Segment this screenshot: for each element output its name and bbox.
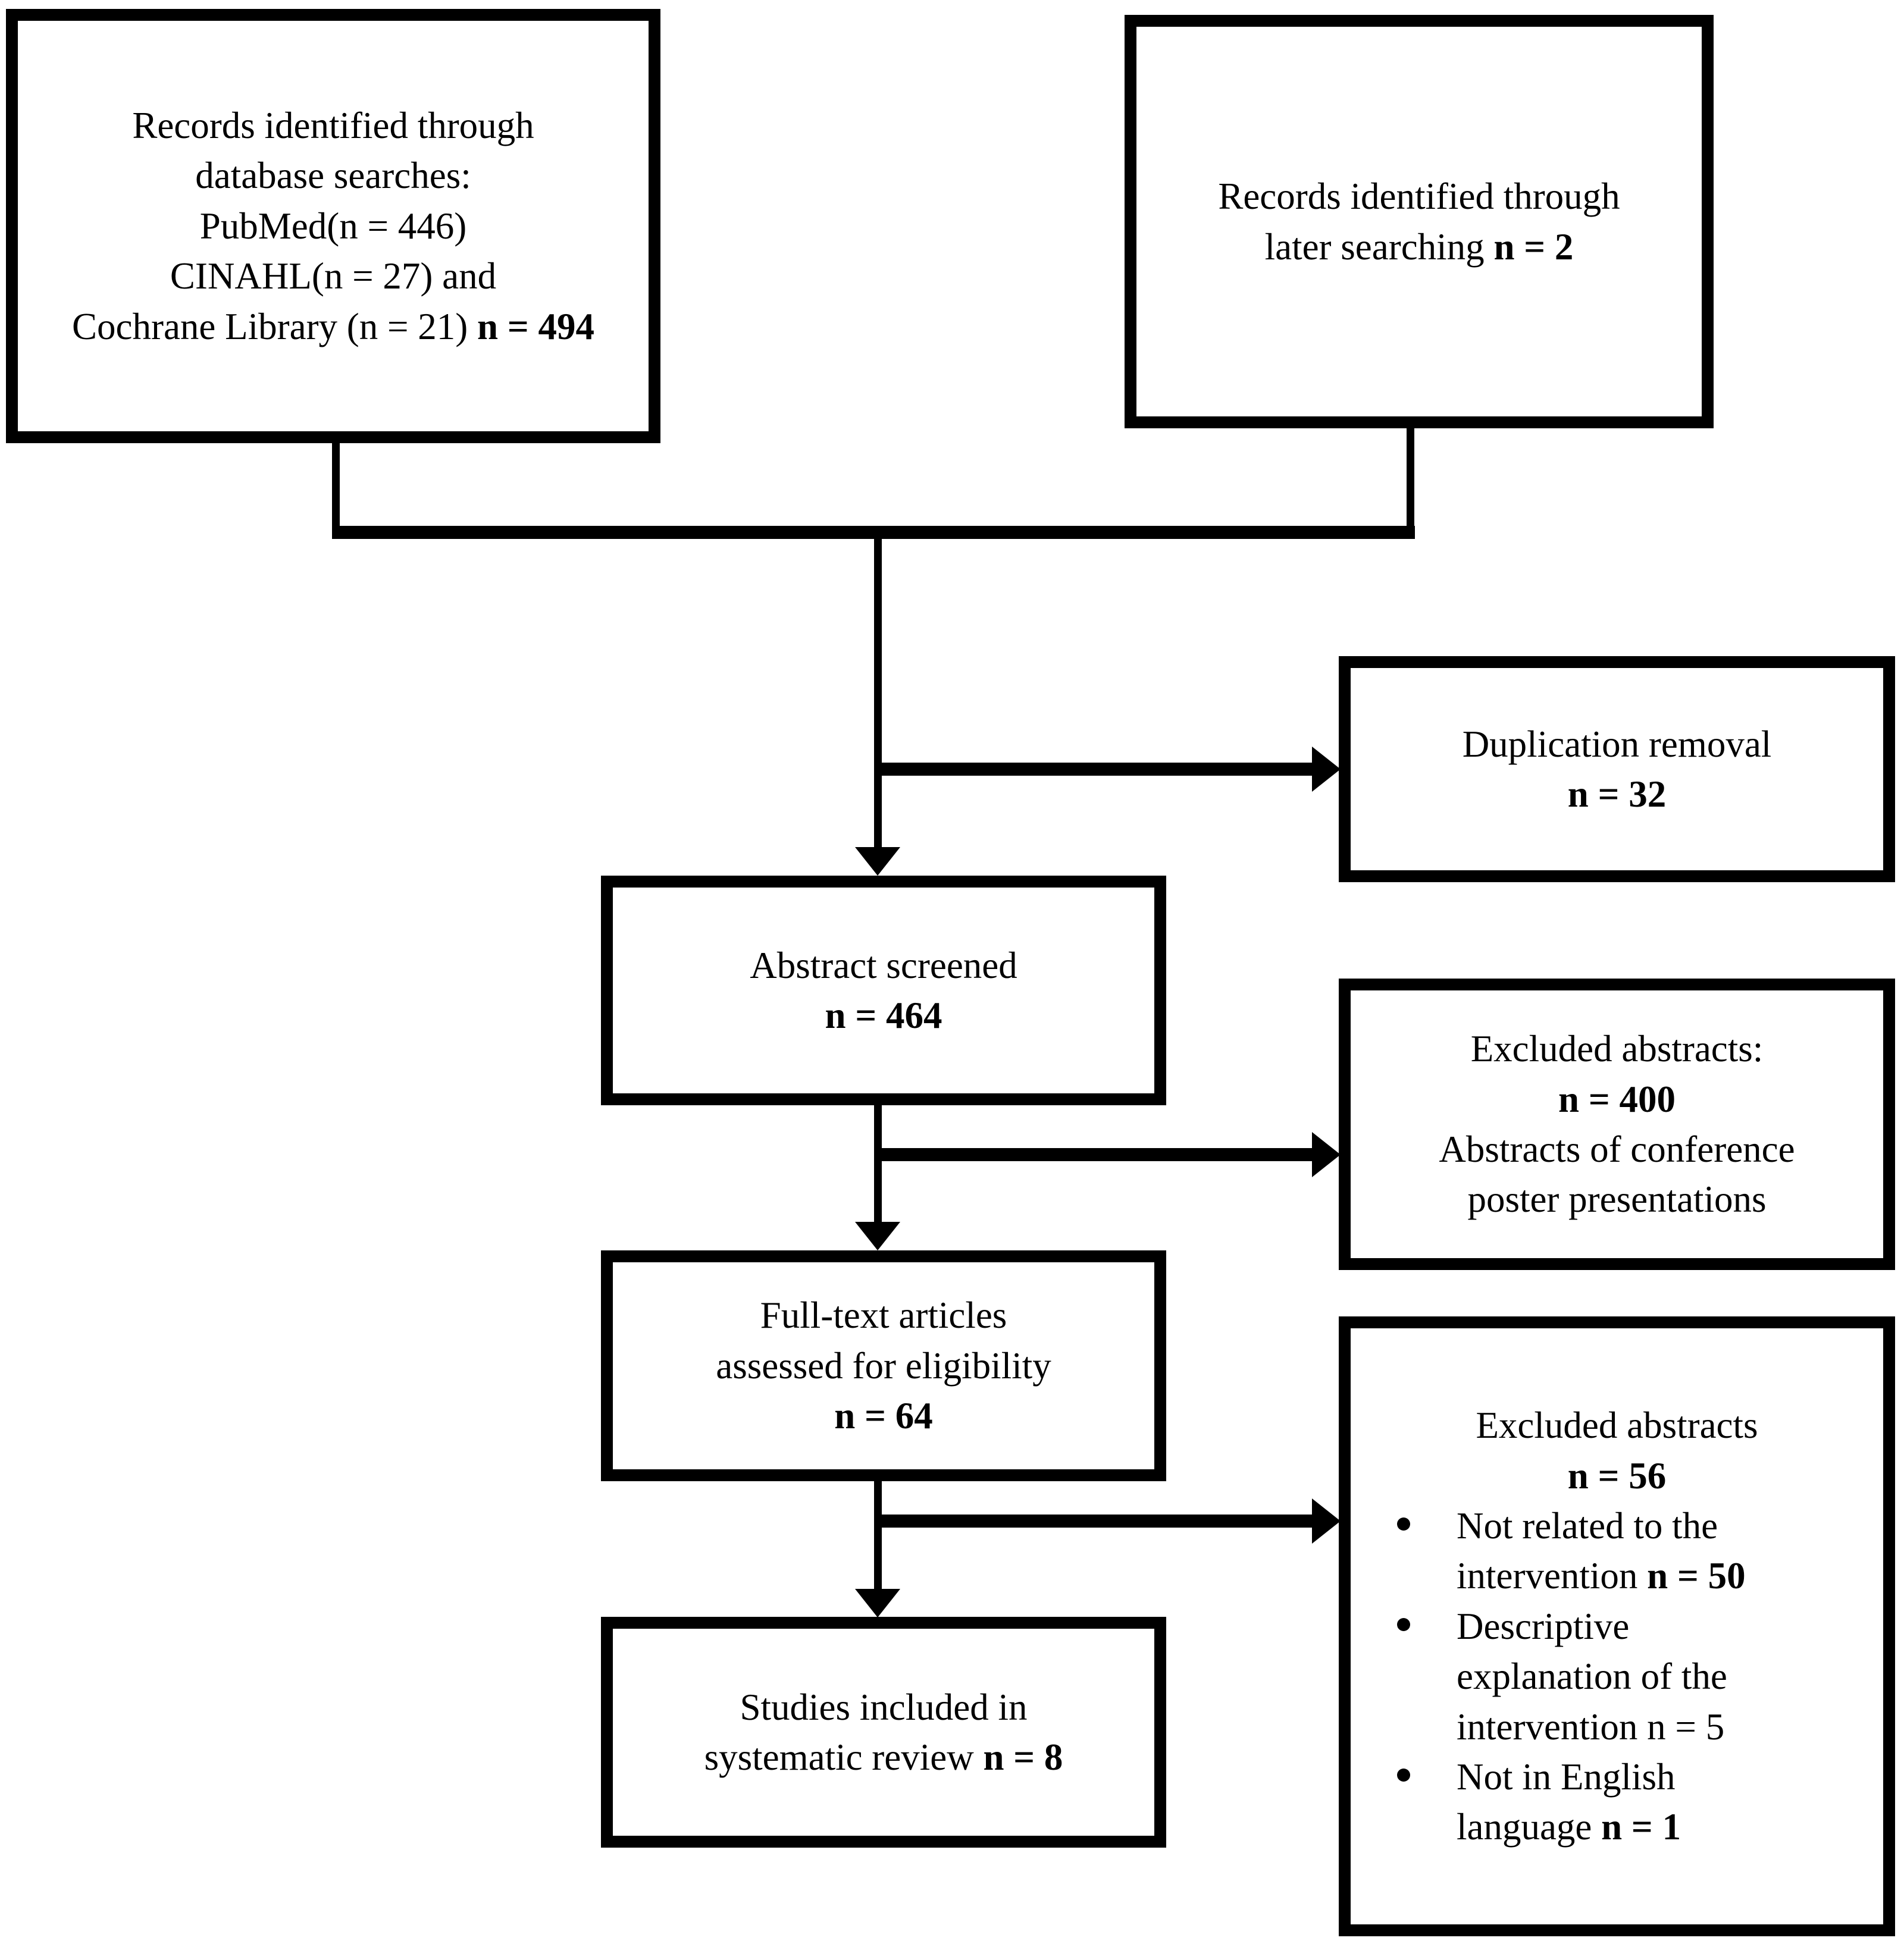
excluded56-reason-list: Not related to the intervention n = 50 D…: [1351, 1501, 1883, 1852]
duplication-count: n = 32: [1567, 773, 1667, 815]
full-text-line-2: assessed for eligibility: [716, 1344, 1051, 1387]
box-full-text-assessed: Full-text articles assessed for eligibil…: [601, 1250, 1166, 1481]
box-duplication-removal: Duplication removal n = 32: [1339, 656, 1895, 882]
excluded400-reason-line-2: poster presentations: [1467, 1178, 1767, 1221]
excluded56-count: n = 56: [1567, 1454, 1667, 1497]
arrow-into-duplication-removal: [1312, 747, 1341, 792]
excluded56-b3-count: n = 1: [1601, 1806, 1681, 1848]
excluded56-b2-line-3: intervention n = 5: [1457, 1705, 1725, 1748]
bullet-dot-icon: [1397, 1617, 1410, 1631]
box-excluded-abstracts-400: Excluded abstracts: n = 400 Abstracts of…: [1339, 979, 1895, 1270]
excluded400-title: Excluded abstracts:: [1470, 1028, 1764, 1070]
connector-branch-to-excluded-400: [874, 1148, 1314, 1161]
duplication-title: Duplication removal: [1462, 723, 1772, 765]
excluded56-b1-line-1: Not related to the: [1457, 1504, 1718, 1547]
box-studies-included: Studies included in systematic review n …: [601, 1617, 1166, 1848]
studies-included-count: n = 8: [983, 1736, 1063, 1778]
excluded56-b2-line-1: Descriptive: [1457, 1605, 1630, 1647]
db-line-1: Records identified through: [132, 104, 534, 146]
box-records-later-searching: Records identified through later searchi…: [1125, 15, 1714, 428]
connector-trunk-to-abstract-screened: [874, 529, 882, 849]
db-total-count: n = 494: [477, 305, 594, 347]
box-records-database-searches: Records identified through database sear…: [6, 9, 660, 443]
excluded56-b3-line-2-plain: language: [1457, 1806, 1602, 1848]
arrow-into-abstract-screened: [855, 847, 900, 876]
connector-trunk-to-studies-included: [874, 1481, 882, 1591]
excluded56-b2-line-2: explanation of the: [1457, 1655, 1727, 1698]
arrow-into-full-text: [855, 1222, 900, 1250]
studies-included-line-2-plain: systematic review: [704, 1736, 984, 1778]
db-line-5-plain: Cochrane Library (n = 21): [72, 305, 478, 347]
db-line-5: Cochrane Library (n = 21) n = 494: [18, 302, 649, 352]
arrow-into-studies-included: [855, 1589, 900, 1617]
abstract-screened-count: n = 464: [825, 995, 942, 1036]
connector-branch-to-duplication: [874, 763, 1314, 776]
list-item: Not in English language n = 1: [1351, 1752, 1883, 1852]
excluded56-b1-count: n = 50: [1647, 1555, 1746, 1597]
excluded56-b3-line-1: Not in English: [1457, 1756, 1676, 1798]
list-item: Descriptive explanation of the intervent…: [1351, 1601, 1883, 1752]
connector-dropline-right: [1407, 428, 1414, 534]
excluded400-reason-line-1: Abstracts of conference: [1439, 1128, 1795, 1170]
full-text-line-1: Full-text articles: [760, 1294, 1007, 1337]
studies-included-line-2: systematic review n = 8: [613, 1732, 1154, 1782]
list-item: Not related to the intervention n = 50: [1351, 1501, 1883, 1601]
box-excluded-abstracts-56: Excluded abstracts n = 56 Not related to…: [1339, 1316, 1895, 1936]
connector-merge-bar: [332, 526, 1415, 539]
connector-dropline-left: [332, 443, 340, 534]
box-abstract-screened: Abstract screened n = 464: [601, 876, 1166, 1105]
connector-trunk-to-full-text: [874, 1105, 882, 1224]
db-line-2: database searches:: [195, 155, 471, 197]
later-line-2-plain: later searching: [1264, 225, 1494, 268]
later-count: n = 2: [1493, 225, 1574, 268]
excluded56-title: Excluded abstracts: [1476, 1404, 1758, 1447]
db-line-4: CINAHL(n = 27) and: [170, 255, 497, 297]
arrow-into-excluded-400: [1312, 1132, 1341, 1177]
excluded56-b1-line-2-plain: intervention: [1457, 1555, 1648, 1597]
later-line-1: Records identified through: [1218, 175, 1620, 218]
db-line-3: PubMed(n = 446): [199, 205, 467, 247]
abstract-screened-title: Abstract screened: [750, 944, 1017, 986]
studies-included-line-1: Studies included in: [740, 1686, 1028, 1728]
bullet-dot-icon: [1397, 1517, 1410, 1531]
arrow-into-excluded-56: [1312, 1498, 1341, 1544]
bullet-dot-icon: [1397, 1768, 1410, 1782]
later-line-2: later searching n = 2: [1136, 222, 1702, 272]
full-text-count: n = 64: [834, 1395, 933, 1437]
excluded400-count: n = 400: [1558, 1078, 1676, 1120]
connector-branch-to-excluded-56: [874, 1515, 1314, 1528]
